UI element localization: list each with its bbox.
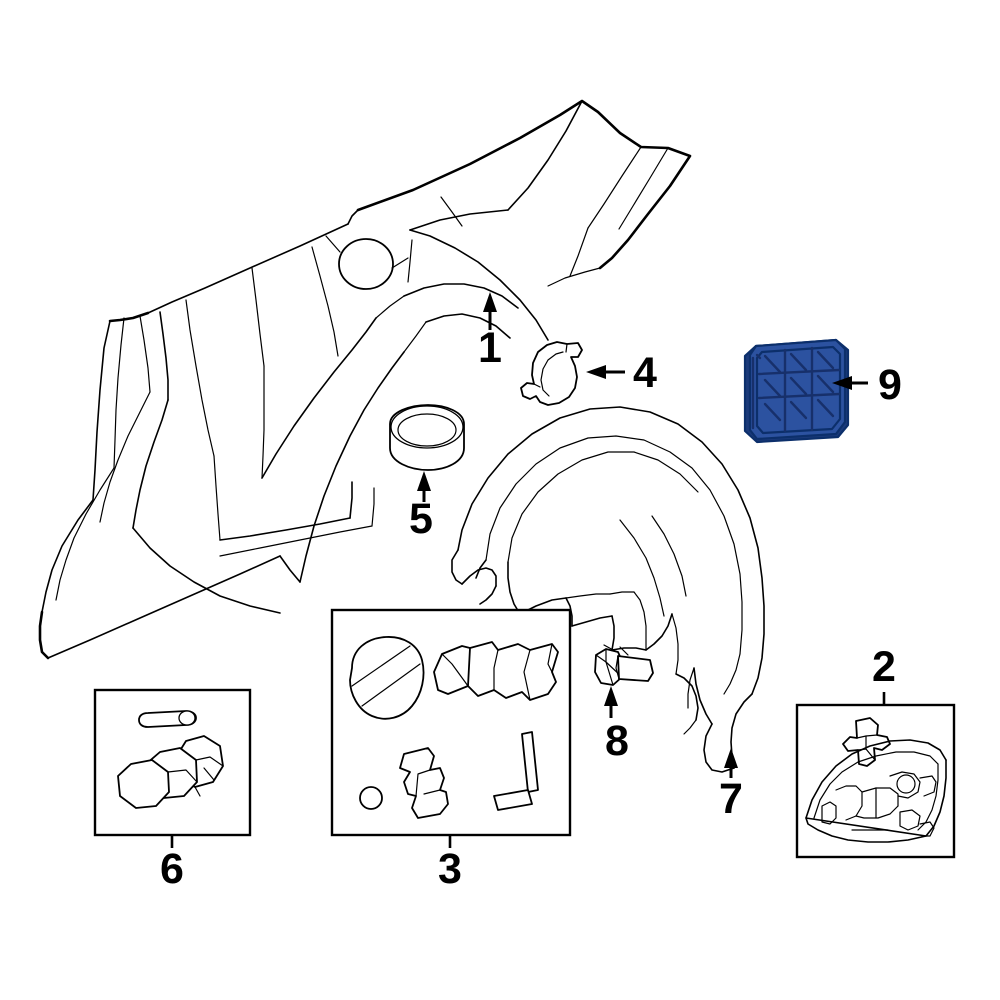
callout-label-9: 9 — [878, 361, 902, 409]
callout-label-7: 7 — [719, 775, 743, 823]
part-9-pressure-relief-vent[interactable] — [743, 338, 850, 444]
part-6-nut-and-pin[interactable] — [117, 710, 224, 809]
part-8-hex-bolt[interactable] — [594, 644, 654, 686]
fuel-filler-opening — [338, 238, 394, 290]
callout-9-leader — [832, 376, 868, 390]
callout-8-leader — [604, 686, 618, 718]
callout-1-leader — [483, 292, 497, 330]
callout-5-leader — [417, 471, 431, 502]
callout-4-leader — [586, 365, 625, 379]
callout-label-1: 1 — [478, 324, 502, 372]
callout-label-4: 4 — [633, 349, 657, 397]
callout-label-5: 5 — [409, 495, 433, 543]
callout-label-2: 2 — [872, 643, 896, 691]
callout-label-6: 6 — [160, 845, 184, 893]
part-4-retainer-clip[interactable] — [520, 341, 583, 406]
callout-label-3: 3 — [438, 845, 462, 893]
callout-7-leader — [724, 748, 738, 778]
part-1-quarter-panel[interactable] — [38, 99, 692, 660]
hardware-washer — [359, 786, 383, 810]
part-5-body-plug[interactable] — [389, 404, 465, 471]
part-3-hardware-kit[interactable] — [349, 636, 559, 819]
callout-label-8: 8 — [605, 717, 629, 765]
part-2-tail-lamp-bracket[interactable] — [805, 717, 947, 843]
